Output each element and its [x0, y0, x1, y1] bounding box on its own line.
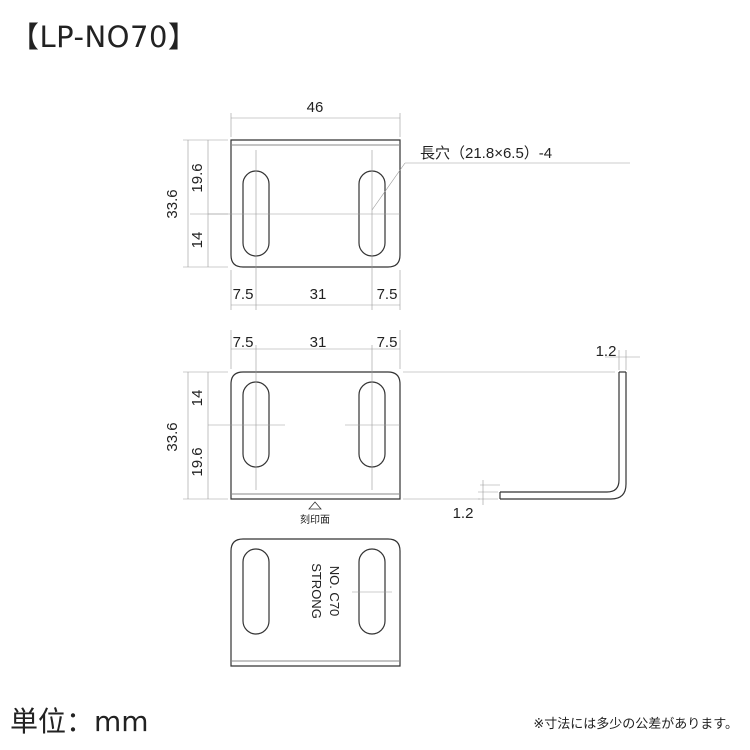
dim-height-lower: 14	[189, 232, 206, 249]
dim-height-upper: 14	[189, 390, 206, 407]
dim-top-middle: 31	[310, 334, 327, 351]
bottom-view-plate	[230, 538, 401, 667]
dim-height-lower: 19.6	[189, 447, 206, 476]
tolerance-footnote: ※寸法には多少の公差があります。	[533, 717, 738, 732]
dim-thickness-top: 1.2	[596, 343, 617, 360]
dim-height-total: 33.6	[164, 422, 181, 451]
hole-callout: 長穴（21.8×6.5）-4	[420, 145, 552, 162]
stamp-line-1: STRONG	[309, 563, 324, 619]
dim-height-upper: 19.6	[189, 163, 206, 192]
side-view-dim-lines	[478, 350, 640, 505]
slot-hole	[242, 548, 270, 635]
units-label: 単位：mm	[10, 705, 149, 738]
page-title: 【LP-NO70】	[10, 20, 198, 54]
dim-thickness-bottom: 1.2	[453, 505, 474, 522]
middle-view-centerlines	[183, 330, 615, 500]
dim-bottom-left: 7.5	[233, 286, 254, 303]
dim-height-total: 33.6	[164, 189, 181, 218]
slot-hole	[358, 548, 386, 635]
dim-top-right: 7.5	[377, 334, 398, 351]
dim-bottom-middle: 31	[310, 286, 327, 303]
dim-top-left: 7.5	[233, 334, 254, 351]
dim-width-46: 46	[307, 99, 324, 116]
stamp-face-marker-icon	[308, 501, 322, 510]
side-view-bracket	[499, 371, 627, 500]
dim-bottom-right: 7.5	[377, 286, 398, 303]
middle-view-plate	[230, 371, 401, 500]
top-view-centerlines	[183, 113, 630, 310]
stamp-face-label: 刻印面	[300, 513, 330, 526]
top-view-plate	[230, 139, 401, 268]
stamp-line-2: NO. C70	[327, 566, 342, 617]
